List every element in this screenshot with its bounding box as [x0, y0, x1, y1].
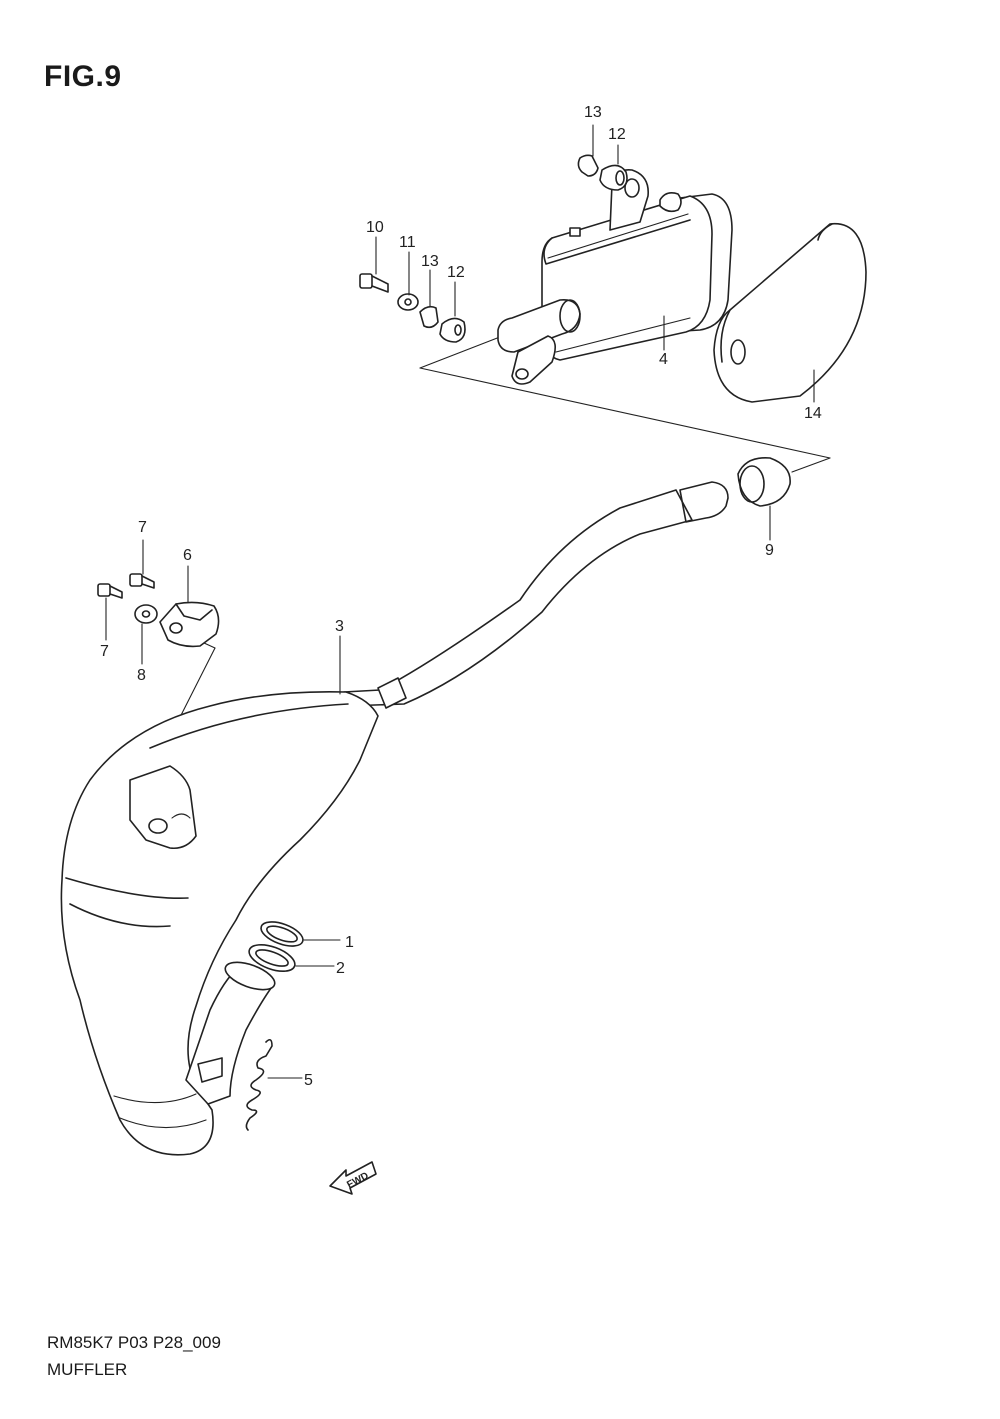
callout-4: 4 [659, 351, 668, 368]
bolt-icon [129, 573, 155, 589]
silencer-wool-icon [713, 223, 867, 403]
spring-icon [245, 1038, 273, 1131]
callout-7-top: 7 [138, 519, 147, 536]
figure-name: MUFFLER [47, 1360, 128, 1379]
gasket-icon [260, 921, 304, 947]
callout-14: 14 [804, 405, 822, 422]
callout-9: 9 [765, 542, 774, 559]
muffler-body-icon [497, 168, 733, 385]
grommet-icon [439, 317, 466, 343]
callout-2: 2 [336, 960, 345, 977]
gasket-icon [248, 944, 296, 972]
callout-numbers: 13 12 10 11 13 12 4 14 9 7 6 7 8 3 1 2 5 [100, 104, 822, 1089]
fwd-arrow-icon: FWD [329, 1161, 377, 1195]
callout-11: 11 [399, 234, 416, 251]
leader-lines [105, 124, 815, 1079]
grommet-icon [599, 164, 628, 191]
callout-5: 5 [304, 1072, 313, 1089]
collar-icon [577, 154, 599, 177]
callout-1: 1 [345, 934, 354, 951]
figure-code: RM85K7 P03 P28_009 [47, 1333, 221, 1352]
callout-13-top: 13 [584, 104, 602, 121]
grommet-icon [737, 457, 791, 507]
callout-3: 3 [335, 618, 344, 635]
bolt-icon [359, 273, 389, 293]
figure-title: FIG.9 [44, 60, 122, 93]
bolt-icon [97, 583, 123, 599]
callout-6: 6 [183, 547, 192, 564]
callout-10: 10 [366, 219, 384, 236]
bracket-icon [159, 601, 220, 648]
callout-12-top: 12 [608, 126, 626, 143]
callout-8: 8 [137, 667, 146, 684]
collar-icon [419, 305, 439, 329]
washer-icon [397, 293, 419, 311]
callout-13: 13 [421, 253, 439, 270]
washer-icon [134, 604, 158, 624]
callout-12: 12 [447, 264, 465, 281]
exhaust-pipe-icon [60, 481, 729, 1156]
callout-7: 7 [100, 643, 109, 660]
